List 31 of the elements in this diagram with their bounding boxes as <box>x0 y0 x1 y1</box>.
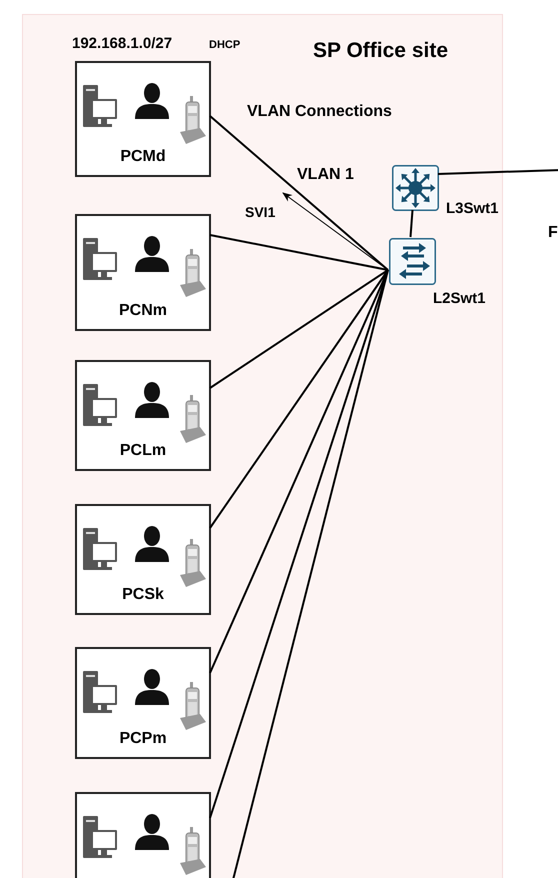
interface-label: SVI1 <box>245 203 276 222</box>
diagram-label: 192.168.1.0/27 <box>72 34 172 54</box>
diagram-label: VLAN 1 <box>297 165 354 185</box>
connection-line <box>209 269 389 389</box>
host-name: PCSk <box>121 585 165 605</box>
switch-name: L2Swt1 <box>433 289 486 309</box>
workstation-box <box>75 360 211 471</box>
host-name: PCNm <box>118 301 168 321</box>
connection-line <box>410 210 414 238</box>
site-title: SP Office site <box>313 38 448 64</box>
site-region <box>22 14 503 878</box>
connection-line <box>209 270 389 674</box>
connection-line <box>209 269 389 529</box>
workstation-box <box>75 61 211 177</box>
host-name: PCMd <box>119 147 167 167</box>
diagram-label: VLAN Connections <box>247 102 392 122</box>
workstation-box <box>75 647 211 759</box>
connection-line <box>232 270 389 878</box>
switch-name: L3Swt1 <box>446 199 499 219</box>
diagram-label: F <box>548 223 558 243</box>
connection-line <box>209 270 389 818</box>
connection-line <box>438 169 558 175</box>
diagram-label: DHCP <box>209 38 240 53</box>
arrow <box>282 192 388 270</box>
workstation-box <box>75 504 211 615</box>
host-name: PCLm <box>118 441 168 461</box>
workstation-box <box>75 792 211 878</box>
host-name: PCPm <box>118 729 168 749</box>
connection-line <box>209 115 389 271</box>
connection-line <box>210 234 388 271</box>
workstation-box <box>75 214 211 331</box>
